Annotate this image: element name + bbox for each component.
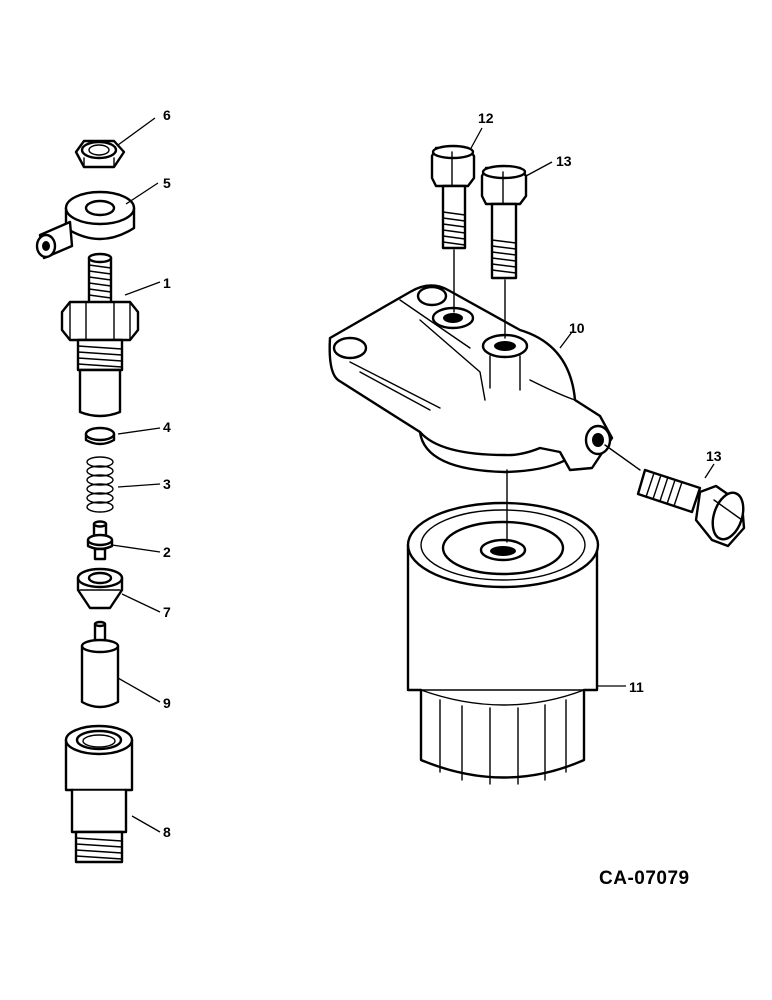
part-5-banjo-fitting [35,190,136,260]
callout-12: 12 [478,110,494,126]
part-1-valve-holder [60,252,140,418]
part-2-valve [86,520,114,561]
callout-labels: 6 5 1 4 3 2 7 9 8 12 13 10 13 11 [163,107,722,840]
part-4-disc [84,426,116,446]
callout-1: 1 [163,275,171,291]
part-11-filter-cartridge [406,501,600,785]
part-13-bolt-upper [480,164,528,280]
part-3-spring [86,456,114,513]
leader-lines [111,117,715,833]
callout-4: 4 [163,419,171,435]
callout-8: 8 [163,824,171,840]
part-6-hex-nut [74,139,126,169]
callout-13-upper: 13 [556,153,572,169]
callout-10: 10 [569,320,585,336]
part-8-nozzle-nut [64,724,134,864]
callout-6: 6 [163,107,171,123]
part-10-filter-head [328,284,614,474]
callout-13-side: 13 [706,448,722,464]
alignment-lines [453,249,641,543]
callout-9: 9 [163,695,171,711]
part-9-plunger [80,620,120,709]
part-12-bolt [430,144,476,250]
callout-5: 5 [163,175,171,191]
callout-11: 11 [629,679,644,695]
callout-7: 7 [163,604,171,620]
callout-3: 3 [163,476,171,492]
part-7-valve-seat [76,567,124,610]
figure-id: CA-07079 [599,868,690,889]
part-13-bolt-side [636,468,746,548]
callout-2: 2 [163,544,171,560]
